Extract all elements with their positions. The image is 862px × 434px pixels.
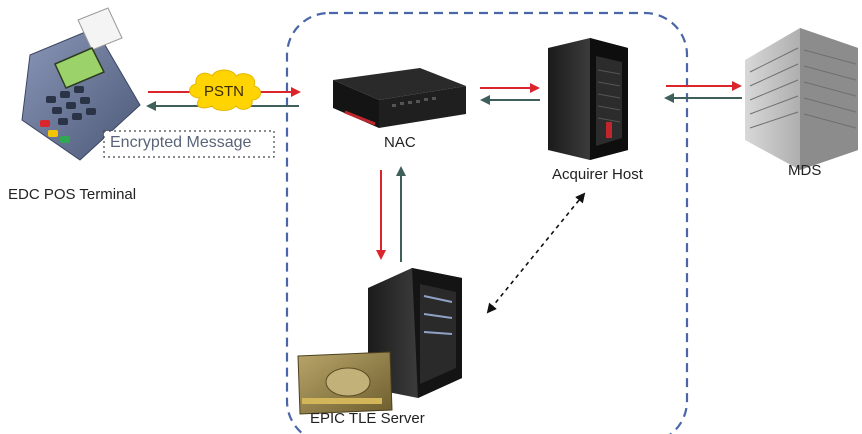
mds-building-icon — [745, 28, 858, 170]
acquirer-host-label: Acquirer Host — [552, 166, 643, 183]
mds-label: MDS — [788, 162, 822, 179]
nac-label: NAC — [384, 134, 416, 151]
pos-terminal-label: EDC POS Terminal — [8, 186, 137, 203]
pstn-label: PSTN — [204, 83, 244, 100]
tle-card-icon — [297, 351, 393, 415]
nac-device-icon — [333, 68, 466, 128]
pos-terminal-icon — [21, 7, 141, 161]
network-boundary — [285, 11, 689, 434]
tle-server-icon — [368, 268, 462, 398]
pstn-cloud: PSTN — [189, 69, 261, 111]
acquirer-host-icon — [548, 38, 628, 160]
encrypted-message-label: Encrypted Message — [110, 134, 252, 151]
tle-server-label: EPIC TLE Server — [310, 410, 425, 427]
encrypted-message-box — [103, 130, 275, 158]
acquirer-tle-link-arrow — [486, 192, 586, 314]
